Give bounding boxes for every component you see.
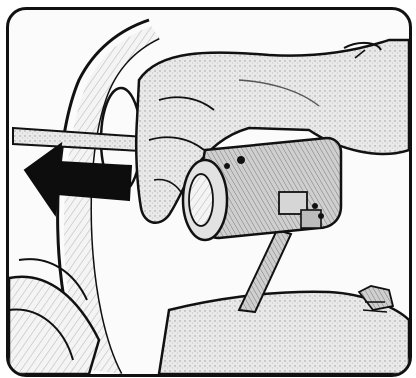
illustration-canvas — [9, 10, 409, 374]
steering-column — [159, 230, 409, 374]
lock-cylinder — [183, 138, 341, 240]
illustration-frame — [6, 7, 412, 377]
